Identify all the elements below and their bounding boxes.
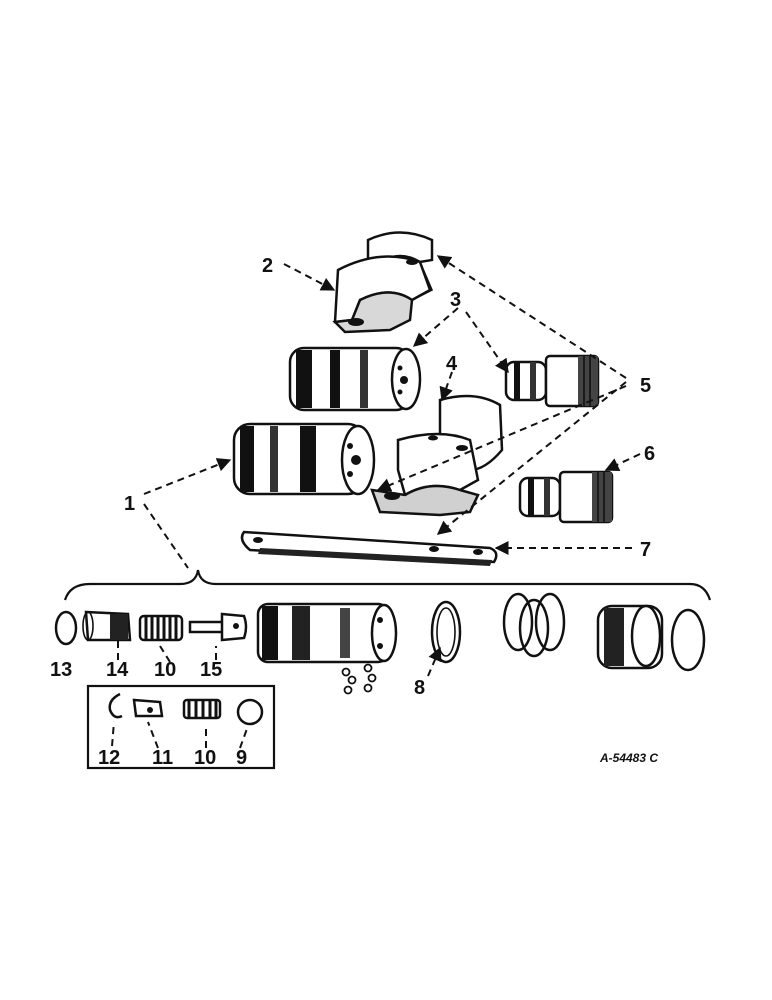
leader-lines xyxy=(111,255,641,749)
callout-9: 9 xyxy=(236,747,247,769)
spring-10-upper xyxy=(138,614,184,642)
reference-code: A-54483 C xyxy=(599,751,658,765)
coupler-body-assembly xyxy=(232,422,376,496)
nipple-lower xyxy=(518,470,614,524)
clamp-half-upper xyxy=(332,231,434,334)
ball-9 xyxy=(236,698,264,726)
o-ring-13 xyxy=(54,610,78,646)
callout-14: 14 xyxy=(106,659,129,681)
mounting-strap xyxy=(240,530,498,566)
callout-10-lower: 10 xyxy=(194,747,216,769)
callout-12: 12 xyxy=(98,747,120,769)
locking-balls xyxy=(341,663,377,695)
callout-4: 4 xyxy=(446,353,458,375)
snap-ring-12 xyxy=(108,692,123,719)
callout-7: 7 xyxy=(640,539,651,561)
callout-5: 5 xyxy=(640,375,651,397)
callout-15: 15 xyxy=(200,659,222,681)
snap-ring-8 xyxy=(430,600,462,664)
clamp-half-lower xyxy=(370,394,504,517)
coupler-body-upper xyxy=(288,346,422,412)
callout-labels: 1 2 3 4 5 6 7 8 13 14 10 15 12 11 10 9 xyxy=(50,255,655,769)
callout-2: 2 xyxy=(262,255,273,277)
valve-body-11 xyxy=(132,698,164,718)
nipple-upper xyxy=(504,354,600,408)
callout-6: 6 xyxy=(644,443,655,465)
callout-8: 8 xyxy=(414,677,425,699)
inset-box xyxy=(86,684,276,770)
callout-1: 1 xyxy=(124,493,135,515)
callout-10-upper: 10 xyxy=(154,659,176,681)
spring-10-lower xyxy=(182,698,222,720)
assembly-bracket xyxy=(63,569,712,601)
sleeve-ring xyxy=(596,604,664,670)
callout-3: 3 xyxy=(450,289,461,311)
retaining-ring xyxy=(670,608,706,672)
sleeve-14 xyxy=(82,610,132,642)
callout-11: 11 xyxy=(152,747,173,769)
callout-13: 13 xyxy=(50,659,72,681)
coupler-housing xyxy=(256,602,398,664)
valve-15 xyxy=(188,612,248,642)
spring-large xyxy=(502,592,566,658)
